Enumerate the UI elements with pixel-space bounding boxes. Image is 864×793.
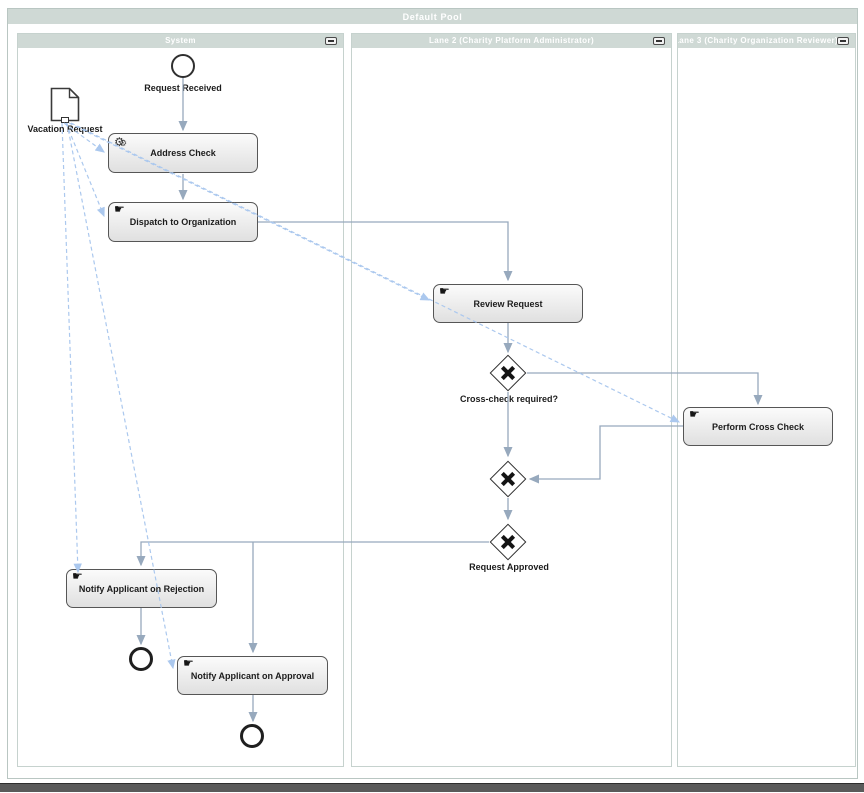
minus-icon — [656, 40, 662, 42]
gateway-merge[interactable] — [489, 460, 527, 498]
data-object-label: Vacation Request — [27, 124, 103, 134]
xor-gateway-icon — [489, 354, 527, 392]
lane-3-header[interactable]: Lane 3 (Charity Organization Reviewer) — [678, 34, 855, 48]
gateway-label: Cross-check required? — [459, 394, 559, 404]
task-address-check[interactable]: ⚙ ⚙ Address Check — [108, 133, 258, 173]
start-event-label: Request Received — [144, 83, 222, 93]
pool-title: Default Pool — [402, 11, 463, 22]
minus-icon — [840, 40, 846, 42]
data-object-vacation-request[interactable] — [50, 87, 80, 127]
minus-icon — [328, 40, 334, 42]
task-label: Dispatch to Organization — [129, 217, 237, 227]
end-event-approval[interactable] — [240, 724, 264, 748]
lane-3-charity-organization-reviewer[interactable]: Lane 3 (Charity Organization Reviewer) — [677, 33, 856, 767]
gear-icon: ⚙ — [119, 138, 128, 148]
lane-collapse-icon[interactable] — [653, 37, 665, 45]
lane-collapse-icon[interactable] — [325, 37, 337, 45]
start-event-request-received[interactable] — [171, 54, 195, 78]
xor-gateway-icon — [489, 460, 527, 498]
lane-2-label: Lane 2 (Charity Platform Administrator) — [428, 36, 595, 45]
lane-system-label: System — [165, 36, 196, 45]
task-notify-applicant-on-approval[interactable]: ☛ Notify Applicant on Approval — [177, 656, 328, 695]
lane-2-header[interactable]: Lane 2 (Charity Platform Administrator) — [352, 34, 671, 48]
manual-task-hand-icon: ☛ — [183, 656, 194, 670]
task-label: Perform Cross Check — [711, 421, 805, 432]
lane-3-label: Lane 3 (Charity Organization Reviewer) — [678, 36, 839, 45]
gateway-cross-check-required[interactable] — [489, 354, 527, 392]
service-task-gear-icon: ⚙ ⚙ — [114, 135, 130, 150]
window-bottom-bar — [0, 783, 864, 792]
manual-task-hand-icon: ☛ — [439, 284, 450, 298]
manual-task-hand-icon: ☛ — [114, 202, 125, 216]
xor-gateway-icon — [489, 523, 527, 561]
task-label: Address Check — [150, 148, 216, 158]
task-label: Notify Applicant on Approval — [190, 670, 315, 681]
gateway-label: Request Approved — [469, 562, 549, 572]
document-icon — [50, 87, 80, 122]
gateway-request-approved[interactable] — [489, 523, 527, 561]
task-perform-cross-check[interactable]: ☛ Perform Cross Check — [683, 407, 833, 446]
lane-collapse-icon[interactable] — [837, 37, 849, 45]
data-object-handle[interactable] — [61, 117, 69, 123]
task-review-request[interactable]: ☛ Review Request — [433, 284, 583, 323]
task-dispatch-to-organization[interactable]: ☛ Dispatch to Organization — [108, 202, 258, 242]
task-label: Review Request — [473, 298, 543, 309]
lane-system-header[interactable]: System — [18, 34, 343, 48]
task-notify-applicant-on-rejection[interactable]: ☛ Notify Applicant on Rejection — [66, 569, 217, 608]
manual-task-hand-icon: ☛ — [689, 407, 700, 421]
task-label: Notify Applicant on Rejection — [78, 583, 205, 594]
manual-task-hand-icon: ☛ — [72, 569, 83, 583]
pool-header[interactable]: Default Pool — [8, 9, 857, 24]
end-event-rejection[interactable] — [129, 647, 153, 671]
